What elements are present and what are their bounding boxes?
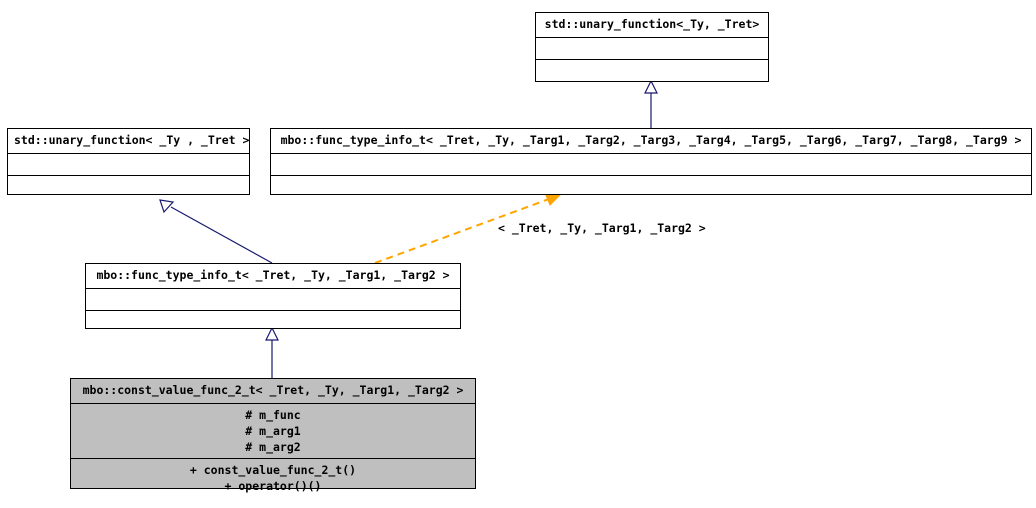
class-box-std-unary-function-top[interactable]: std::unary_function<_Ty, _Tret> — [535, 12, 769, 82]
class-box-func-type-info-t-9[interactable]: mbo::func_type_info_t< _Tret, _Ty, _Targ… — [270, 128, 1032, 195]
operation-row: + const_value_func_2_t() — [189, 462, 357, 477]
class-title: std::unary_function< _Ty , _Tret > — [8, 129, 249, 154]
template-binding-label: < _Tret, _Ty, _Targ1, _Targ2 > — [498, 221, 706, 235]
inheritance-edge-constvaluefunc2t-to-functypeinfo2 — [265, 326, 279, 378]
attribute-row: # m_arg1 — [245, 423, 301, 438]
attributes-compartment — [8, 154, 249, 176]
operations-compartment — [8, 176, 249, 198]
class-title: mbo::const_value_func_2_t< _Tret, _Ty, _… — [71, 379, 475, 404]
class-box-std-unary-function-left[interactable]: std::unary_function< _Ty , _Tret > — [7, 128, 250, 195]
attributes-compartment: # m_func # m_arg1 # m_arg2 — [71, 404, 475, 459]
inheritance-edge-functypeinfo2-to-unaryfunction-left — [159, 199, 273, 264]
class-title: mbo::func_type_info_t< _Tret, _Ty, _Targ… — [86, 264, 460, 289]
class-box-func-type-info-t-2[interactable]: mbo::func_type_info_t< _Tret, _Ty, _Targ… — [85, 263, 461, 329]
class-title: mbo::func_type_info_t< _Tret, _Ty, _Targ… — [271, 129, 1031, 154]
operations-compartment — [86, 311, 460, 333]
operations-compartment — [536, 60, 768, 82]
operation-row: + operator()() — [224, 478, 322, 493]
operations-compartment — [271, 176, 1031, 198]
class-title: std::unary_function<_Ty, _Tret> — [536, 13, 768, 38]
attributes-compartment — [536, 38, 768, 60]
attribute-row: # m_func — [245, 407, 301, 422]
attributes-compartment — [86, 289, 460, 311]
class-box-const-value-func-2-t[interactable]: mbo::const_value_func_2_t< _Tret, _Ty, _… — [70, 378, 476, 493]
attribute-row: # m_arg2 — [245, 439, 301, 454]
attributes-compartment — [271, 154, 1031, 176]
inheritance-edge-functypeinfo9-to-unaryfunction — [644, 79, 658, 128]
operations-compartment: + const_value_func_2_t() + operator()() — [71, 459, 475, 497]
